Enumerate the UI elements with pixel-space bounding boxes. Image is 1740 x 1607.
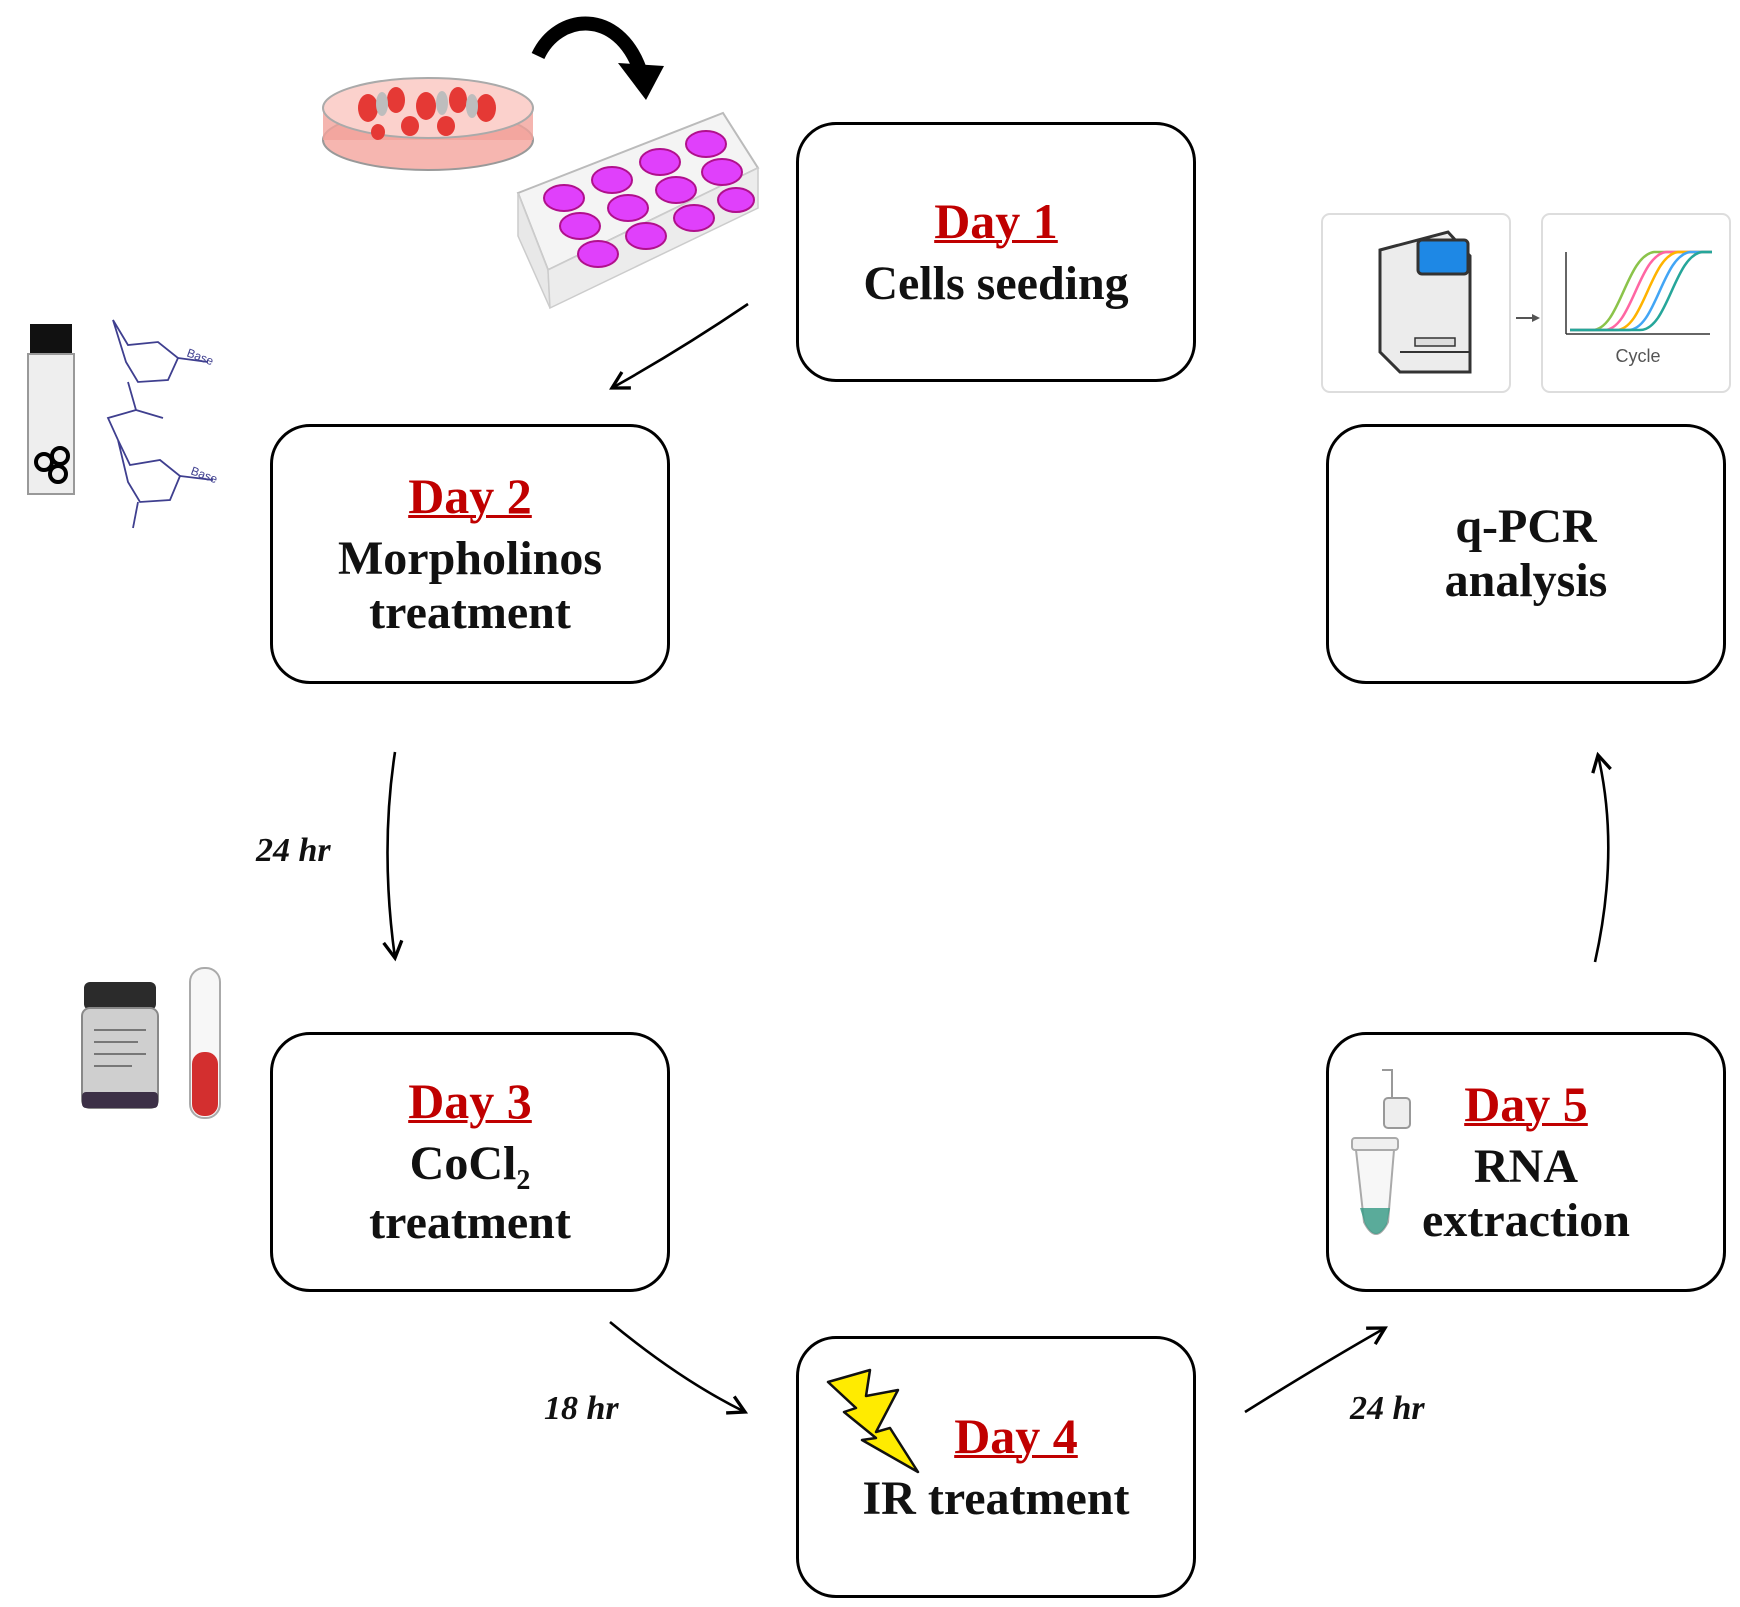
vial-icon — [27, 324, 75, 495]
day-label: Day 2 — [408, 467, 532, 524]
step-label-line1: Morpholinos — [337, 531, 603, 585]
subscript-2: 2 — [516, 1164, 531, 1196]
molecule-structure-icon — [106, 319, 214, 529]
step-label-line1: CoCl2 — [410, 1137, 531, 1196]
step-day2-morpholinos-treatment: Day 2 Morpholinos treatment — [270, 424, 670, 684]
lightning-bolt-icon — [826, 1368, 920, 1474]
cell-culture-illustration — [322, 16, 760, 310]
cocl2-illustration — [81, 967, 221, 1119]
multiwell-plate-icon — [516, 111, 760, 310]
duration-24hr-day4-day5: 24 hr — [1350, 1390, 1425, 1427]
amplification-curve — [1570, 250, 1712, 332]
qpcr-illustration: Cycle — [1321, 213, 1731, 393]
petri-dish-icon — [322, 77, 534, 171]
arrow-day2-to-day3 — [382, 751, 404, 962]
duration-24hr-day2-day3: 24 hr — [256, 832, 331, 869]
step-label: IR treatment — [862, 1471, 1130, 1525]
arrow-day3-to-day4 — [609, 1320, 749, 1415]
process-arrow-icon — [1516, 314, 1540, 322]
amplification-curves — [1570, 250, 1712, 332]
arrow-day4-to-day5 — [1244, 1326, 1388, 1414]
chart-axis-label-cycle: Cycle — [1615, 346, 1660, 366]
test-tube-icon — [189, 967, 221, 1119]
step-label-line1: q-PCR — [1455, 500, 1597, 554]
step-qpcr-analysis: q-PCR analysis — [1326, 424, 1726, 684]
step-label-line2: treatment — [369, 1196, 571, 1250]
step-day3-cocl2-treatment: Day 3 CoCl2 treatment — [270, 1032, 670, 1292]
structure-base-label-1: Base — [185, 346, 216, 369]
step-label: Cells seeding — [863, 256, 1129, 310]
arrow-day1-to-day2 — [609, 302, 749, 390]
morpholino-illustration: Base Base — [27, 319, 220, 529]
microtube-icon — [1351, 1069, 1411, 1235]
cocl-text: CoCl — [409, 1136, 517, 1190]
structure-base-label-2: Base — [189, 464, 220, 487]
transfer-arrow-head — [618, 63, 664, 100]
day-label: Day 4 — [954, 1407, 1078, 1464]
day-label: Day 3 — [408, 1072, 532, 1129]
day-label: Day 5 — [1464, 1075, 1588, 1132]
step-label-line2: treatment — [369, 585, 571, 639]
step-day1-cells-seeding: Day 1 Cells seeding — [796, 122, 1196, 382]
duration-18hr-day3-day4: 18 hr — [544, 1390, 619, 1427]
day-label: Day 1 — [934, 192, 1058, 249]
transfer-arrow-icon — [531, 16, 647, 73]
step-label-line2: extraction — [1422, 1193, 1630, 1247]
reagent-jar-icon — [81, 982, 159, 1109]
step-label-line2: analysis — [1444, 554, 1608, 607]
qpcr-instrument-panel — [1321, 213, 1511, 393]
arrow-day5-to-qpcr — [1591, 751, 1612, 963]
step-label-line1: RNA — [1474, 1139, 1578, 1193]
amplification-chart-panel: Cycle — [1541, 213, 1731, 393]
